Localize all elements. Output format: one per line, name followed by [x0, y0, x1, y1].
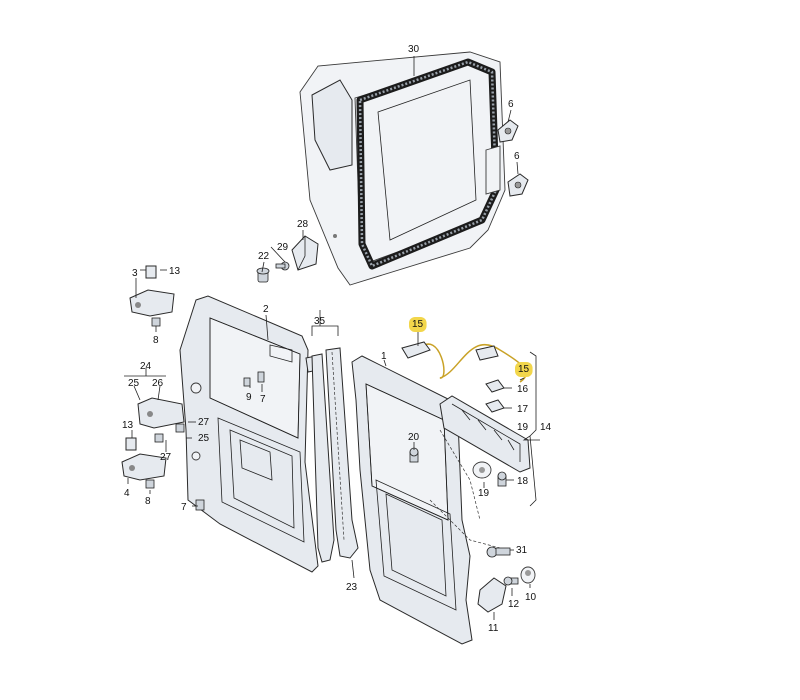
van-side-window — [311, 79, 353, 171]
part-14-brake-light — [439, 395, 531, 473]
callout-11: 11 — [488, 623, 499, 634]
part-12-screw — [503, 576, 519, 586]
callout-13-lower: 13 — [122, 420, 134, 431]
part-18-screw — [497, 471, 507, 487]
part-8-screw-upper — [151, 317, 161, 327]
part-1-right-door — [351, 355, 501, 645]
tailgate-seal — [356, 58, 500, 270]
part-17-bracket — [485, 399, 505, 413]
callout-8-lower: 8 — [145, 496, 151, 507]
callout-9-upper: 9 — [246, 392, 252, 403]
callout-20: 20 — [408, 432, 420, 443]
callout-12: 12 — [508, 599, 520, 610]
callout-27-upper: 27 — [198, 417, 210, 428]
part-6-stopper-lower — [507, 173, 529, 197]
part-15-wiring-harness — [401, 341, 527, 383]
callout-30: 30 — [408, 44, 420, 55]
part-7-screw-left — [195, 499, 205, 511]
part-29-bolt — [275, 261, 290, 271]
part-19-grommet — [472, 461, 492, 479]
callout-28: 28 — [297, 219, 309, 230]
callout-15-left-highlight — [409, 317, 427, 332]
callout-25-lower: 25 — [198, 433, 210, 444]
callout-labels: 30 6 6 28 22 29 3 13 2 8 35 15 1 15 24 2… — [122, 44, 552, 634]
callout-25-upper: 25 — [128, 378, 140, 389]
callout-14: 14 — [540, 422, 552, 433]
part-3-upper-hinge — [129, 265, 175, 317]
callout-15-left: 15 — [412, 319, 424, 330]
callout-19-lower: 19 — [478, 488, 490, 499]
callout-8-upper: 8 — [153, 335, 159, 346]
part-24-middle-hinge — [125, 397, 185, 451]
callout-31: 31 — [516, 545, 528, 556]
part-10-cap — [520, 566, 536, 584]
callout-6-lower: 6 — [514, 151, 520, 162]
part-9-7-screws-door — [243, 371, 265, 387]
callout-13-upper: 13 — [169, 266, 181, 277]
callout-1: 1 — [381, 351, 387, 362]
part-16-bracket — [485, 379, 505, 393]
callout-15-right-highlight — [515, 362, 533, 377]
callout-18: 18 — [517, 476, 529, 487]
part-11-plate — [477, 577, 507, 613]
callout-2: 2 — [263, 304, 269, 315]
callout-19-upper: 19 — [517, 422, 529, 433]
callout-6-upper: 6 — [508, 99, 514, 110]
callout-7-lower: 7 — [181, 502, 187, 513]
callout-29: 29 — [277, 242, 289, 253]
callout-17: 17 — [517, 404, 529, 415]
van-rear-body — [299, 51, 506, 286]
part-20-screw — [409, 447, 419, 463]
callout-35: 35 — [314, 316, 326, 327]
callout-15-right: 15 — [518, 364, 530, 375]
part-2-left-door — [179, 295, 319, 573]
callout-24: 24 — [140, 361, 152, 372]
callout-27-lower: 27 — [160, 452, 172, 463]
callout-22: 22 — [258, 251, 270, 262]
callout-10: 10 — [525, 592, 537, 603]
callout-3: 3 — [132, 268, 138, 279]
callout-7-upper: 7 — [260, 394, 266, 405]
callout-26: 26 — [152, 378, 164, 389]
part-31-bolt — [486, 546, 511, 558]
part-28-bracket — [291, 235, 319, 271]
callout-16: 16 — [517, 384, 529, 395]
part-22-nut — [256, 267, 270, 283]
callout-23: 23 — [346, 582, 358, 593]
callout-4: 4 — [124, 488, 130, 499]
part-35-trim-strip — [305, 347, 359, 563]
leader-lines — [124, 56, 540, 620]
part-4-lower-hinge — [121, 453, 167, 489]
